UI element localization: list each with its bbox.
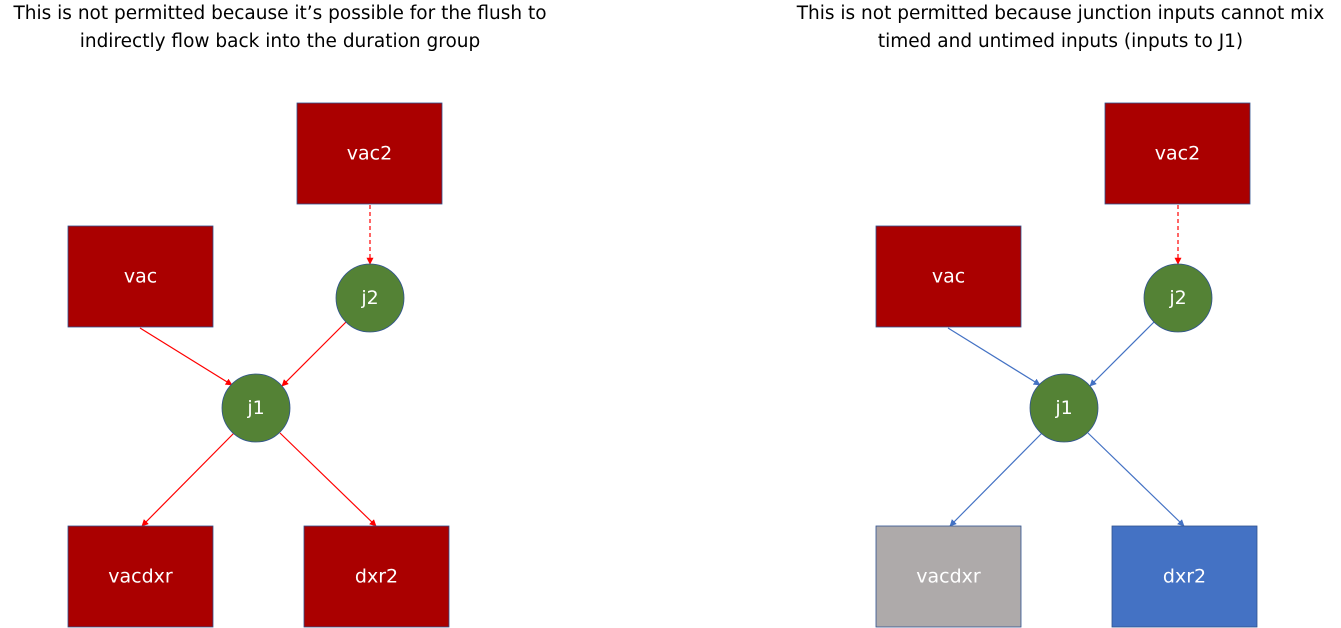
node-left-vac: vac [67,225,214,328]
node-left-vac2-box [296,102,443,205]
node-right-vac2-box [1104,102,1251,205]
node-right-j1: j1 [1029,373,1099,443]
node-right-vac: vac [875,225,1022,328]
node-right-dxr2-label: dxr2 [1163,566,1206,588]
edge-right-j1-vacdxr [949,432,1043,527]
caption-right-line-1: This is not permitted because junction i… [796,3,1325,24]
node-left-j2: j2 [335,263,405,333]
node-right-vacdxr-box [875,525,1022,628]
node-left-j2-label: j2 [360,287,378,309]
node-right-vac2-label: vac2 [1155,143,1200,165]
node-left-vac2: vac2 [296,102,443,205]
node-right-vac2: vac2 [1104,102,1251,205]
node-left-vac2-label: vac2 [347,143,392,165]
edges-layer [139,205,1185,527]
node-left-j2-circle [335,263,405,333]
node-right-j2-label: j2 [1168,287,1186,309]
node-right-j2: j2 [1143,263,1213,333]
node-left-vac-label: vac [124,266,157,288]
edge-left-vac-j1 [139,327,233,386]
node-left-j1: j1 [221,373,291,443]
node-left-vacdxr-label: vacdxr [108,566,173,588]
node-left-dxr2-label: dxr2 [355,566,398,588]
node-right-j2-circle [1143,263,1213,333]
node-right-vacdxr: vacdxr [875,525,1022,628]
edge-left-j1-vacdxr [141,432,235,527]
caption-right-line-2: timed and untimed inputs (inputs to J1) [877,31,1244,52]
node-left-vacdxr-box [67,525,214,628]
node-left-vacdxr: vacdxr [67,525,214,628]
edge-right-vac-j1 [947,327,1041,386]
node-right-vac-box [875,225,1022,328]
node-right-dxr2-box [1111,525,1258,628]
node-left-vac-box [67,225,214,328]
node-right-vac-label: vac [932,266,965,288]
node-left-dxr2: dxr2 [303,525,450,628]
node-left-j1-label: j1 [246,397,264,419]
node-right-vacdxr-label: vacdxr [916,566,981,588]
node-right-j1-circle [1029,373,1099,443]
caption-left: This is not permitted because it’s possi… [0,0,560,56]
node-right-dxr2: dxr2 [1111,525,1258,628]
caption-left-line-2: indirectly flow back into the duration g… [79,31,481,52]
edge-left-j1-dxr2 [279,432,377,527]
caption-right: This is not permitted because junction i… [780,0,1341,56]
caption-left-line-1: This is not permitted because it’s possi… [13,3,547,24]
node-left-dxr2-box [303,525,450,628]
node-right-j1-label: j1 [1054,397,1072,419]
edge-right-j2-j1 [1089,321,1155,387]
node-left-j1-circle [221,373,291,443]
nodes-layer: vac2 vac j2 j1 vacdxr dxr2 vac2 vac j2 j1 vacdxr dx… [67,102,1258,628]
edge-left-j2-j1 [281,321,347,387]
edge-right-j1-dxr2 [1087,432,1185,527]
